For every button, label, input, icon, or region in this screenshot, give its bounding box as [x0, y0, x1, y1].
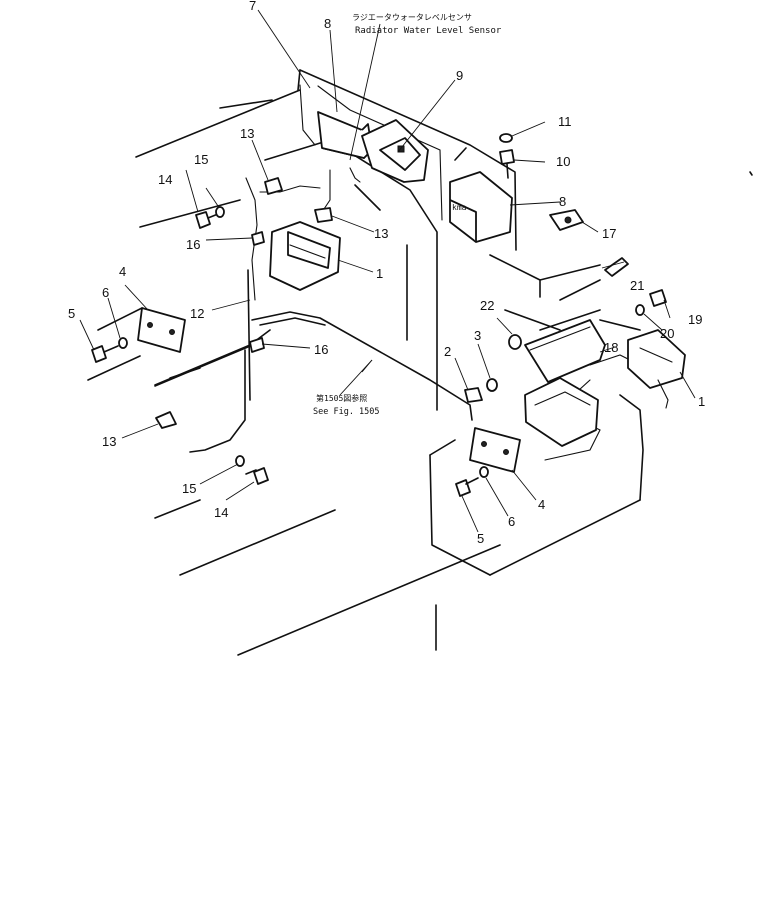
washer-20 — [635, 304, 645, 316]
grommet-22 — [508, 334, 522, 350]
callout-14-lower: 14 — [214, 505, 228, 520]
relay-box-right — [524, 377, 599, 447]
callout-13-lower: 13 — [102, 434, 116, 449]
callout-15-lower: 15 — [182, 481, 196, 496]
sensor-label-jp: ラジエータウォータレベルセンサ — [352, 13, 472, 22]
callout-15-upper: 15 — [194, 152, 208, 167]
bolt-19 — [649, 289, 667, 307]
see-fig-label-jp: 第1505図参照 — [316, 393, 367, 403]
callout-4-left: 4 — [119, 264, 126, 279]
callout-19: 19 — [688, 312, 702, 327]
pin-21 — [604, 257, 629, 277]
guide-bracket-18 — [524, 319, 606, 383]
clamps-16 — [249, 231, 265, 353]
washer-6-left — [118, 337, 128, 349]
bolt-10 — [499, 149, 515, 179]
water-level-sensor-unit — [361, 119, 429, 183]
relay-box-left — [269, 221, 341, 291]
grommet-3 — [486, 378, 498, 392]
bolt-14-upper — [195, 211, 219, 229]
callout-3: 3 — [474, 328, 481, 343]
callout-5-right: 5 — [477, 531, 484, 546]
callout-2: 2 — [444, 344, 451, 359]
bracket-plate-left — [137, 307, 186, 353]
washer-11 — [499, 133, 513, 143]
callout-16-upper: 16 — [186, 237, 200, 252]
connector-13-upper — [264, 177, 283, 195]
callout-numbers: 7 8 9 11 10 8 17 13 15 14 13 16 1 4 6 12… — [68, 0, 705, 546]
bolt-14-lower — [245, 467, 269, 485]
callout-12: 12 — [190, 306, 204, 321]
callout-17: 17 — [602, 226, 616, 241]
callout-16-lower: 16 — [314, 342, 328, 357]
sensor-label-en: Radiator Water Level Sensor — [355, 26, 502, 36]
washer-6-right — [479, 466, 489, 478]
callout-9: 9 — [456, 68, 463, 83]
connector-13-lower — [155, 411, 177, 429]
connector-13-middle — [314, 207, 333, 223]
leader-lines — [79, 9, 696, 533]
callout-11: 11 — [558, 114, 572, 129]
callout-20: 20 — [660, 326, 674, 341]
callout-1-right: 1 — [698, 394, 705, 409]
callout-6-left: 6 — [102, 285, 109, 300]
callout-6-right: 6 — [508, 514, 515, 529]
callout-22: 22 — [480, 298, 494, 313]
work-lamp-right: kma — [449, 171, 513, 243]
work-lamp-left — [317, 111, 373, 159]
nut-2 — [464, 387, 483, 403]
callout-1-left: 1 — [376, 266, 383, 281]
mounting-bracket-17 — [549, 209, 584, 231]
callout-5-left: 5 — [68, 306, 75, 321]
bolt-5-right — [455, 477, 479, 497]
callout-8-right: 8 — [559, 194, 566, 209]
callout-18: 18 — [604, 340, 618, 355]
callout-13-upper: 13 — [240, 126, 254, 141]
see-fig-label-en: See Fig. 1505 — [313, 407, 380, 417]
callout-8-top: 8 — [324, 16, 331, 31]
callout-13-middle: 13 — [374, 226, 388, 241]
bolt-5-left — [91, 345, 119, 363]
svg-text:kma: kma — [452, 203, 467, 212]
washer-15-lower — [235, 455, 245, 467]
machine-body-outline — [87, 69, 753, 656]
washer-15-upper — [215, 206, 225, 218]
callout-21: 21 — [630, 278, 644, 293]
callout-14-upper: 14 — [158, 172, 172, 187]
callout-10: 10 — [556, 154, 570, 169]
annotations: ラジエータウォータレベルセンサ Radiator Water Level Sen… — [313, 13, 502, 417]
callout-7: 7 — [249, 0, 256, 13]
switch-unit-right — [627, 329, 686, 409]
bracket-plate-right — [469, 427, 521, 473]
callout-4-right: 4 — [538, 497, 545, 512]
